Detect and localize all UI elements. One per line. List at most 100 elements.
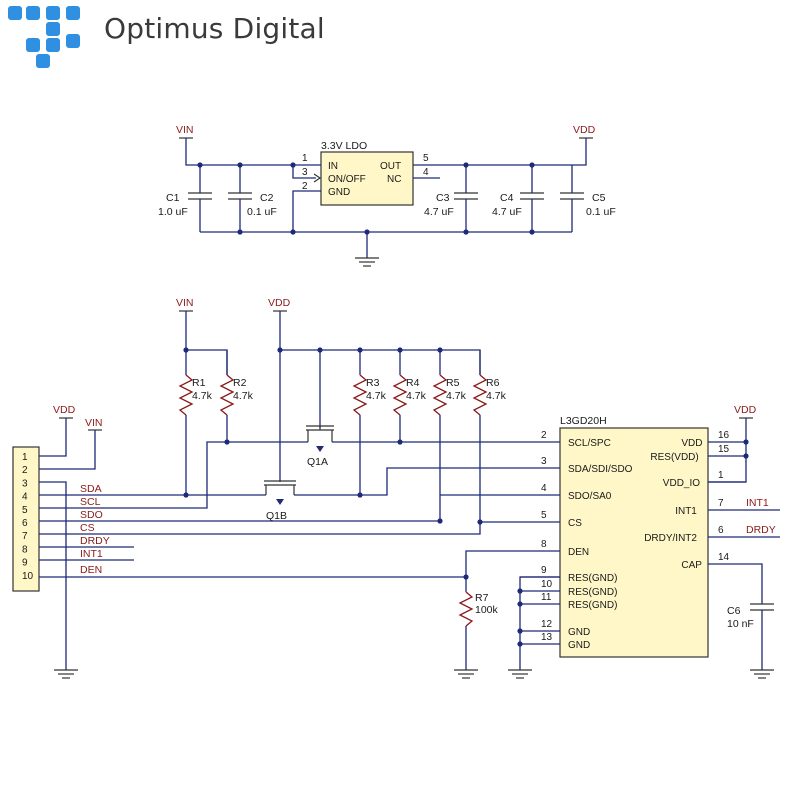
wire-ldo-gnd xyxy=(292,190,321,232)
q1b-diode-icon xyxy=(276,499,284,505)
wire-onoff xyxy=(292,165,316,179)
connector-net-cs: CS xyxy=(80,522,95,534)
resistor-r6-body xyxy=(472,374,488,416)
ldo-pin-in: IN xyxy=(328,161,338,172)
junction-dot xyxy=(277,347,283,353)
gyro-chip xyxy=(559,427,709,658)
c6-ref: C6 xyxy=(727,605,741,617)
junction-dot xyxy=(357,492,363,498)
junction-dot xyxy=(477,519,483,525)
ldo-pinnum-4: 4 xyxy=(423,167,429,178)
chip-pin-num-2: 2 xyxy=(541,430,547,441)
ldo-pin-onoff: ON/OFF xyxy=(328,174,366,185)
gyro-chip-section: L3GD20H 2SCL/SPC3SDA/SDI/SDO4SDO/SA05CS8… xyxy=(508,404,780,679)
c5-ref: C5 xyxy=(592,192,606,204)
c6-value: 10 nF xyxy=(727,618,754,630)
r7-ref: R7 xyxy=(475,592,489,604)
r4-ref: R4 xyxy=(406,377,420,389)
wire-vin-in xyxy=(185,138,321,166)
chip-pin-scl-spc: SCL/SPC xyxy=(568,438,611,449)
junction-dot xyxy=(517,601,523,607)
vdd-label-chip: VDD xyxy=(734,404,757,416)
connector-net-sda: SDA xyxy=(80,483,102,495)
ldo-pinnum-2: 2 xyxy=(302,181,308,192)
logo-square-icon xyxy=(36,54,50,68)
ground-symbol-reg xyxy=(355,257,379,267)
chip-pin-num-8: 8 xyxy=(541,539,547,550)
junction-dot xyxy=(197,162,203,168)
resistor-r3-body xyxy=(352,374,368,416)
vin-label-ls: VIN xyxy=(176,297,194,309)
wire-scl-line xyxy=(39,441,227,509)
junction-dot xyxy=(237,229,243,235)
junction-dot xyxy=(397,347,403,353)
chip-pin-num-3: 3 xyxy=(541,456,547,467)
r3-ref: R3 xyxy=(366,377,380,389)
level-shift-section: VIN VDD R14.7kR24.7kR34.7kR44.7kR54.7kR6… xyxy=(39,297,560,679)
ldo-title: 3.3V LDO xyxy=(321,140,367,152)
r2-ref: R2 xyxy=(233,377,247,389)
ground-symbol-chip xyxy=(508,669,532,679)
chip-pin-drdy-int2: DRDY/INT2 xyxy=(644,533,697,544)
connector-net-drdy: DRDY xyxy=(80,535,110,547)
chip-pin-num-1: 1 xyxy=(718,470,724,481)
r1-ref: R1 xyxy=(192,377,206,389)
chip-pin-vdd-io: VDD_IO xyxy=(663,478,700,489)
logo-square-icon xyxy=(66,34,80,48)
connector-pin-1: 1 xyxy=(22,452,28,463)
c1-ref: C1 xyxy=(166,192,180,204)
chip-pin-num-11: 11 xyxy=(541,592,552,603)
logo-square-icon xyxy=(8,6,22,20)
connector-net-den: DEN xyxy=(80,564,102,576)
vin-label-conn: VIN xyxy=(85,417,103,429)
chip-pin-res-gnd-: RES(GND) xyxy=(568,600,617,611)
chip-pin-den: DEN xyxy=(568,547,589,558)
connector-pin-7: 7 xyxy=(22,531,28,542)
resistor-r4-body xyxy=(392,374,408,416)
junction-dot xyxy=(437,347,443,353)
chip-pin-num-6: 6 xyxy=(718,525,724,536)
wire-r2-scl xyxy=(226,415,308,443)
drdy-net-label: DRDY xyxy=(746,524,776,536)
ground-symbol-c6 xyxy=(750,669,774,679)
logo-square-icon xyxy=(46,22,60,36)
ldo-pinnum-5: 5 xyxy=(423,153,429,164)
connector-net-int1: INT1 xyxy=(80,548,103,560)
chip-pin-res-gnd-: RES(GND) xyxy=(568,573,617,584)
connector-pin-10: 10 xyxy=(22,571,34,582)
wire-res-gnd-bus xyxy=(519,576,560,670)
junction-dot xyxy=(743,439,749,445)
junction-dot xyxy=(743,453,749,459)
junction-dot xyxy=(463,229,469,235)
resistor-r7-body xyxy=(458,591,474,627)
chip-pin-sda-sdi-sdo: SDA/SDI/SDO xyxy=(568,464,633,475)
r5-ref: R5 xyxy=(446,377,460,389)
logo-square-icon xyxy=(46,38,60,52)
connector-net-scl: SCL xyxy=(80,496,101,508)
wire-chip-vdd xyxy=(708,418,747,483)
chip-pin-sdo-sa0: SDO/SA0 xyxy=(568,491,612,502)
r4-value: 4.7k xyxy=(406,390,427,402)
wire-vin-rail xyxy=(185,311,228,375)
chip-pin-num-14: 14 xyxy=(718,552,730,563)
vdd-label-ls: VDD xyxy=(268,297,291,309)
mosfet-q1a xyxy=(306,425,334,452)
junction-dot xyxy=(290,229,296,235)
connector-pin-9: 9 xyxy=(22,558,28,569)
r3-value: 4.7k xyxy=(366,390,387,402)
wire-cap xyxy=(708,563,763,604)
wire-conn-gnd xyxy=(39,481,67,670)
chip-pin-cs: CS xyxy=(568,518,582,529)
wire-conn-vdd xyxy=(39,418,67,457)
r6-value: 4.7k xyxy=(486,390,507,402)
c3-ref: C3 xyxy=(436,192,450,204)
chip-pin-num-4: 4 xyxy=(541,483,547,494)
wire-vdd-rail xyxy=(279,311,481,375)
chip-pin-num-15: 15 xyxy=(718,444,730,455)
connector-pin-4: 4 xyxy=(22,492,28,503)
wire-q1b-sda xyxy=(294,467,560,496)
q1b-label: Q1B xyxy=(266,510,287,522)
mosfet-q1b xyxy=(264,480,296,505)
junction-dot xyxy=(183,492,189,498)
